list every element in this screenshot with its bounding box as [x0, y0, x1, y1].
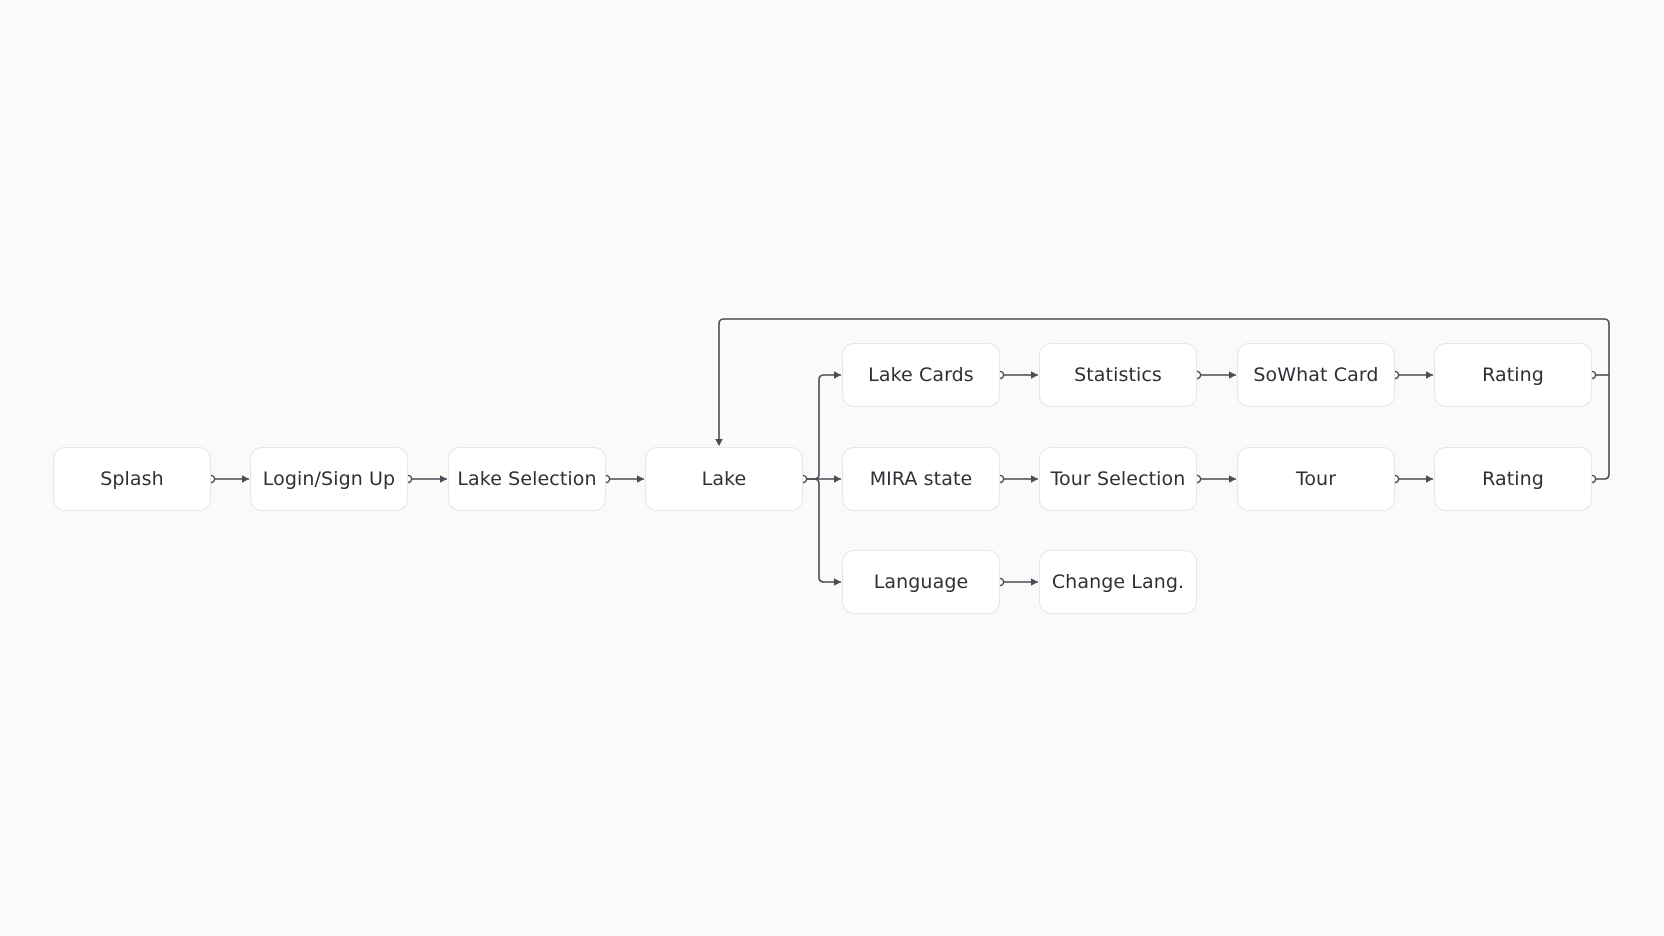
node-tour[interactable]: Tour [1237, 447, 1395, 511]
edge-lake-selection-to-lake-arrowhead [637, 475, 644, 483]
node-lake-cards[interactable]: Lake Cards [842, 343, 1000, 407]
node-sowhat-card[interactable]: SoWhat Card [1237, 343, 1395, 407]
edge-lake-cards-to-statistics-arrowhead [1031, 371, 1038, 379]
edge-lake-to-language [807, 478, 841, 583]
node-lake[interactable]: Lake [645, 447, 803, 511]
edge-lake-to-language-arrowhead [834, 578, 841, 586]
edge-rating-2-to-lake-arrowhead [715, 439, 723, 446]
node-tour-selection[interactable]: Tour Selection [1039, 447, 1197, 511]
edge-tour-selection-to-tour-arrowhead [1229, 475, 1236, 483]
edge-lake-to-mira-state-arrowhead [834, 475, 841, 483]
edge-language-to-change-lang-arrowhead [1031, 578, 1038, 586]
edge-mira-state-to-tour-selection-arrowhead [1031, 475, 1038, 483]
edge-statistics-to-sowhat-card-arrowhead [1229, 371, 1236, 379]
node-statistics[interactable]: Statistics [1039, 343, 1197, 407]
edge-lake-to-lake-cards [807, 374, 841, 480]
edge-lake-to-lake-cards-arrowhead [834, 371, 841, 379]
edge-rating-2-to-lake [718, 318, 1610, 480]
edge-splash-to-login-arrowhead [242, 475, 249, 483]
edge-tour-to-rating-2-arrowhead [1426, 475, 1433, 483]
node-language[interactable]: Language [842, 550, 1000, 614]
node-change-lang[interactable]: Change Lang. [1039, 550, 1197, 614]
node-login-sign-up[interactable]: Login/Sign Up [250, 447, 408, 511]
node-splash[interactable]: Splash [53, 447, 211, 511]
node-mira-state[interactable]: MIRA state [842, 447, 1000, 511]
node-rating-top[interactable]: Rating [1434, 343, 1592, 407]
node-rating-middle[interactable]: Rating [1434, 447, 1592, 511]
edge-login-to-lake-selection-arrowhead [440, 475, 447, 483]
node-lake-selection[interactable]: Lake Selection [448, 447, 606, 511]
edge-sowhat-card-to-rating-1-arrowhead [1426, 371, 1433, 379]
